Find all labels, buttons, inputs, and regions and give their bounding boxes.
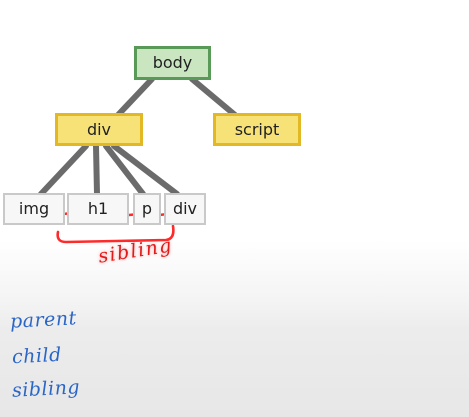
node-h1-label: h1 bbox=[87, 199, 109, 218]
node-div-2: div bbox=[164, 193, 206, 225]
node-img: img bbox=[3, 193, 65, 225]
note-child: child bbox=[11, 343, 63, 369]
note-parent: parent bbox=[9, 307, 78, 333]
node-script-label: script bbox=[234, 119, 280, 139]
edge-body-div bbox=[115, 76, 155, 118]
node-div: div bbox=[55, 113, 143, 146]
sibling-bracket bbox=[56, 224, 175, 244]
node-script: script bbox=[213, 113, 301, 146]
node-p-label: p bbox=[141, 199, 153, 218]
edge-body-script bbox=[189, 76, 238, 118]
node-body-label: body bbox=[152, 53, 193, 72]
node-div-2-label: div bbox=[172, 199, 198, 218]
edge-div-div bbox=[111, 143, 180, 197]
node-body: body bbox=[134, 46, 211, 80]
node-img-label: img bbox=[18, 199, 50, 218]
node-div-label: div bbox=[86, 119, 112, 139]
edge-div-h1 bbox=[93, 143, 100, 197]
note-sibling: sibling bbox=[11, 376, 81, 402]
edge-div-p bbox=[103, 143, 146, 197]
node-p: p bbox=[133, 193, 161, 225]
edge-div-img bbox=[38, 143, 89, 197]
node-h1: h1 bbox=[67, 193, 129, 225]
